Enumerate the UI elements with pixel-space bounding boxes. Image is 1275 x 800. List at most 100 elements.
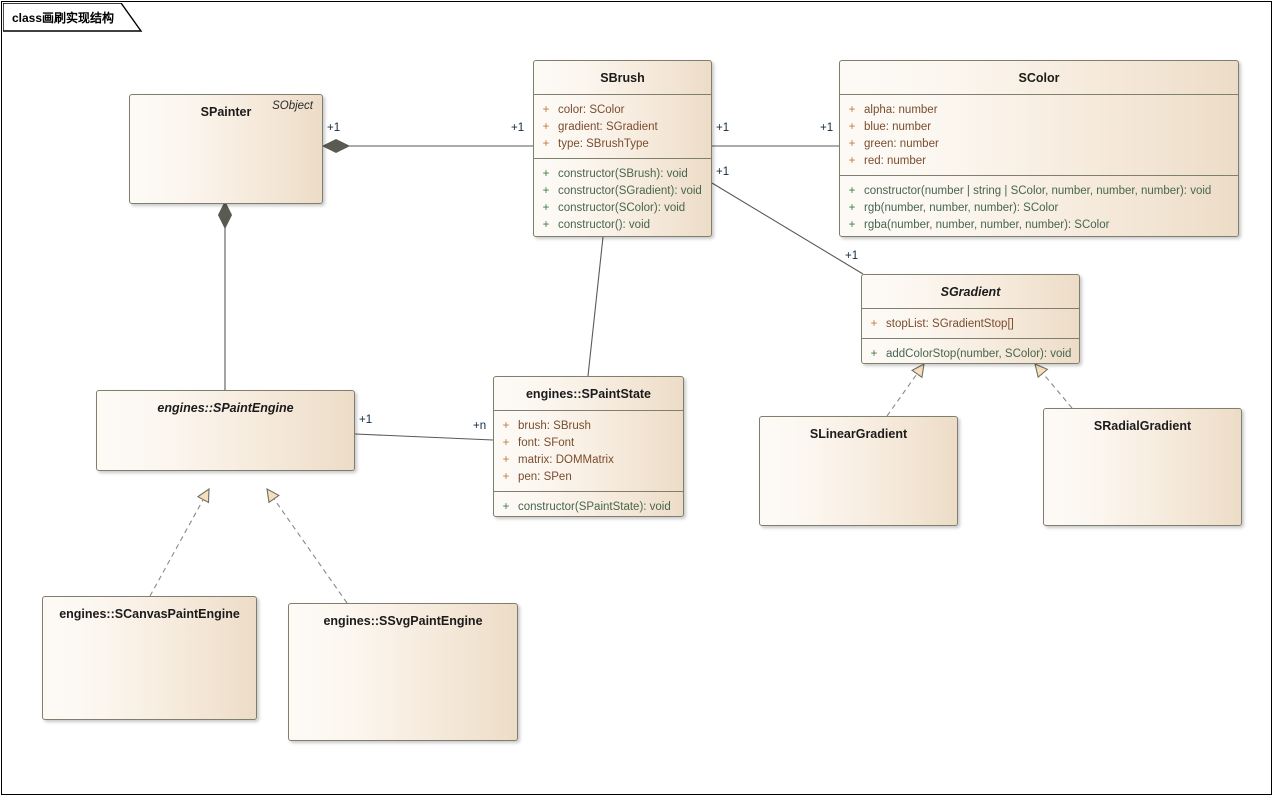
- class-header-slineargradient: SLinearGradient: [760, 417, 957, 451]
- visibility-marker: +: [848, 218, 856, 231]
- attribute-text: matrix: DOMMatrix: [518, 453, 614, 466]
- method-text: constructor(SBrush): void: [558, 167, 688, 180]
- attribute-text: stopList: SGradientStop[]: [886, 317, 1014, 330]
- attribute-text: green: number: [864, 137, 939, 150]
- visibility-marker: +: [542, 120, 550, 133]
- link-canvasengine-realization: [149, 487, 210, 597]
- class-methods-sgradient: + addColorStop(number, SColor): void: [862, 338, 1079, 363]
- class-header-sgradient: SGradient: [862, 275, 1079, 309]
- visibility-marker: +: [848, 184, 856, 197]
- method-row: + constructor(SPaintState): void: [494, 498, 683, 515]
- class-methods-sbrush: + constructor(SBrush): void + constructor(…: [534, 158, 711, 236]
- class-header-spainter: SObject SPainter: [130, 95, 322, 129]
- class-name-spaintengine: engines::SPaintEngine: [157, 401, 294, 415]
- method-text: constructor(SGradient): void: [558, 184, 702, 197]
- class-header-scolor: SColor: [840, 61, 1238, 95]
- visibility-marker: +: [542, 167, 550, 180]
- visibility-marker: +: [502, 470, 510, 483]
- multiplicity-brush-gradient-target: +1: [845, 250, 859, 262]
- link-radialgradient-realization: [1034, 363, 1073, 409]
- class-box-spaintstate[interactable]: engines::SPaintState + brush: SBrush +fon…: [493, 376, 684, 517]
- attribute-row: + gradient: SGradient: [534, 118, 711, 135]
- link-brush-paintstate: [587, 236, 604, 377]
- class-box-slineargradient[interactable]: SLinearGradient: [759, 416, 958, 526]
- method-text: rgba(number, number, number, number): SC…: [864, 218, 1110, 231]
- method-row: + constructor(SColor): void: [534, 199, 711, 216]
- visibility-marker: +: [848, 154, 856, 167]
- class-header-spaintstate: engines::SPaintState: [494, 377, 683, 411]
- class-methods-spaintstate: + constructor(SPaintState): void: [494, 491, 683, 516]
- title-tab-shape: [3, 3, 143, 32]
- class-name-ssvgpaintengine: engines::SSvgPaintEngine: [323, 614, 483, 628]
- link-svgengine-realization: [266, 487, 348, 604]
- attribute-text: gradient: SGradient: [558, 120, 658, 133]
- visibility-marker: +: [542, 201, 550, 214]
- method-text: addColorStop(number, SColor): void: [886, 347, 1072, 360]
- class-box-scolor[interactable]: SColor +alpha: number +blue: number +gre…: [839, 60, 1239, 237]
- attribute-text: color: SColor: [558, 103, 625, 116]
- class-methods-scolor: + constructor(number | string | SColor, n…: [840, 175, 1238, 236]
- method-row: +rgb(number, number, number): SColor: [840, 199, 1238, 216]
- class-box-spaintengine[interactable]: engines::SPaintEngine: [96, 390, 355, 471]
- attribute-row: + red: number: [840, 152, 1238, 169]
- visibility-marker: +: [502, 500, 510, 513]
- method-row: + addColorStop(number, SColor): void: [862, 345, 1079, 362]
- multiplicity-painter-brush-source: +1: [327, 122, 341, 134]
- class-name-sgradient: SGradient: [940, 284, 1001, 299]
- class-header-sbrush: SBrush: [534, 61, 711, 95]
- class-box-sgradient[interactable]: SGradient +stopList: SGradientStop[] + ad…: [861, 274, 1080, 364]
- class-name-sbrush: SBrush: [600, 70, 645, 85]
- diagram-title: class画刷实现结构: [12, 11, 115, 25]
- class-attributes-spaintstate: + brush: SBrush +font: SFont + matrix: DOM…: [494, 411, 683, 491]
- multiplicity-painter-brush-target: +1: [511, 122, 525, 134]
- visibility-marker: +: [848, 137, 856, 150]
- class-box-sbrush[interactable]: SBrush + color: SColor + gradient: SGradie…: [533, 60, 712, 237]
- visibility-marker: +: [502, 453, 510, 466]
- attribute-row: +font: SFont: [494, 434, 683, 451]
- method-text: constructor(): void: [558, 218, 651, 231]
- visibility-marker: +: [870, 347, 878, 360]
- visibility-marker: +: [542, 218, 550, 231]
- method-row: + constructor(SGradient): void: [534, 182, 711, 199]
- attribute-row: + color: SColor: [534, 101, 711, 118]
- class-stereotype-spainter: SObject: [272, 100, 313, 112]
- link-paintengine-paintstate: [354, 433, 494, 441]
- visibility-marker: +: [502, 436, 510, 449]
- attribute-text: red: number: [864, 154, 927, 167]
- class-box-sradialgradient[interactable]: SRadialGradient: [1043, 408, 1242, 526]
- class-name-spaintstate: engines::SPaintState: [525, 386, 652, 401]
- visibility-marker: +: [542, 184, 550, 197]
- class-box-ssvgpaintengine[interactable]: engines::SSvgPaintEngine: [288, 603, 518, 741]
- multiplicity-engine-state-source: +1: [359, 414, 373, 426]
- method-text: constructor(SPaintState): void: [518, 500, 671, 513]
- attribute-row: + brush: SBrush: [494, 417, 683, 434]
- class-attributes-scolor: +alpha: number +blue: number +green: num…: [840, 95, 1238, 175]
- visibility-marker: +: [848, 201, 856, 214]
- attribute-row: +stopList: SGradientStop[]: [862, 315, 1079, 332]
- class-name-sradialgradient: SRadialGradient: [1093, 419, 1192, 433]
- class-name-scanvaspaintengine: engines::SCanvasPaintEngine: [59, 607, 240, 621]
- attribute-row: + alpha: number: [840, 101, 1238, 118]
- attribute-row: +type: SBrushType: [534, 135, 711, 152]
- class-box-spainter[interactable]: SObject SPainter: [129, 94, 323, 204]
- method-text: constructor(number | string | SColor, nu…: [864, 184, 1212, 197]
- link-painter-paintengine: [217, 200, 233, 390]
- visibility-marker: +: [848, 103, 856, 116]
- visibility-marker: +: [502, 419, 510, 432]
- class-attributes-sgradient: +stopList: SGradientStop[]: [862, 309, 1079, 338]
- method-row: + constructor(number | string | SColor, n…: [840, 182, 1238, 199]
- link-painter-brush: [321, 138, 533, 154]
- visibility-marker: +: [542, 103, 550, 116]
- method-row: + constructor(SBrush): void: [534, 165, 711, 182]
- link-lineargradient-realization: [886, 362, 925, 417]
- class-name-slineargradient: SLinearGradient: [809, 427, 908, 441]
- multiplicity-engine-state-target: +n: [473, 420, 487, 432]
- attribute-text: alpha: number: [864, 103, 938, 116]
- visibility-marker: +: [542, 137, 550, 150]
- attribute-text: brush: SBrush: [518, 419, 591, 432]
- method-text: constructor(SColor): void: [558, 201, 686, 214]
- attribute-text: pen: SPen: [518, 470, 572, 483]
- class-box-scanvaspaintengine[interactable]: engines::SCanvasPaintEngine: [42, 596, 257, 720]
- class-header-spaintengine: engines::SPaintEngine: [97, 391, 354, 425]
